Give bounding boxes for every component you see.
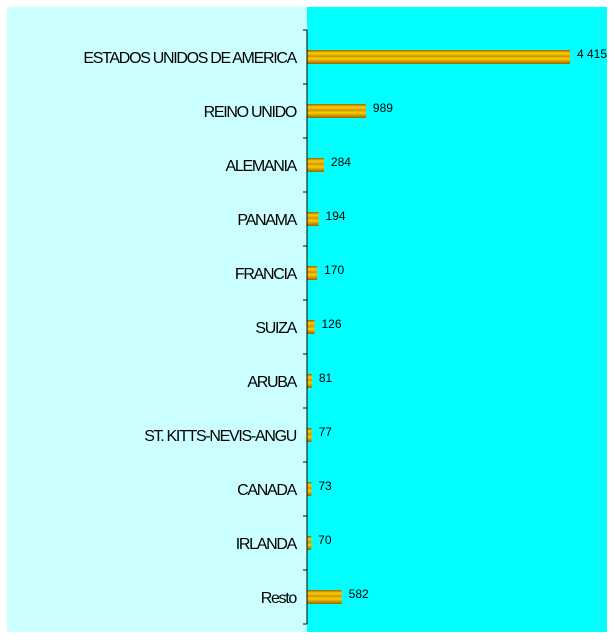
data-label: 73 [318,479,332,493]
category-label: CANADA [237,482,298,499]
bar-2 [307,158,324,172]
y-axis-ticks [303,29,307,625]
data-label: 70 [318,533,332,547]
bar-9 [307,536,312,550]
category-label: FRANCIA [235,266,298,283]
category-label: ALEMANIA [225,158,297,175]
bar-3 [307,212,319,226]
data-label: 126 [322,317,342,331]
category-labels: ESTADOS UNIDOS DE AMERICA REINO UNIDO ALEM… [83,50,299,607]
bars-group [307,50,570,604]
bar-6 [307,374,312,388]
category-label: Resto [261,590,298,607]
category-label: PANAMA [237,212,297,229]
data-label: 170 [324,263,344,277]
data-label: 989 [373,101,393,115]
bar-1 [307,104,366,118]
plot-area [307,7,607,632]
data-label: 284 [331,155,351,169]
data-label: 77 [319,425,333,439]
bar-8 [307,482,312,496]
bar-10 [307,590,342,604]
category-label: ST. KITTS-NEVIS-ANGU [144,428,297,445]
category-label: IRLANDA [236,536,298,553]
category-label: SUIZA [255,320,297,337]
bar-5 [307,320,315,334]
data-labels: 4 415 989 284 194 170 126 81 77 73 70 582 [318,47,607,601]
category-label: ARUBA [247,374,297,391]
data-label: 194 [326,209,346,223]
category-label: REINO UNIDO [204,104,297,121]
data-label: 81 [319,371,333,385]
data-label: 4 415 [577,47,607,61]
bar-7 [307,428,312,442]
data-label: 582 [349,587,369,601]
bar-4 [307,266,318,280]
bar-0 [307,50,570,64]
category-label: ESTADOS UNIDOS DE AMERICA [83,50,297,67]
